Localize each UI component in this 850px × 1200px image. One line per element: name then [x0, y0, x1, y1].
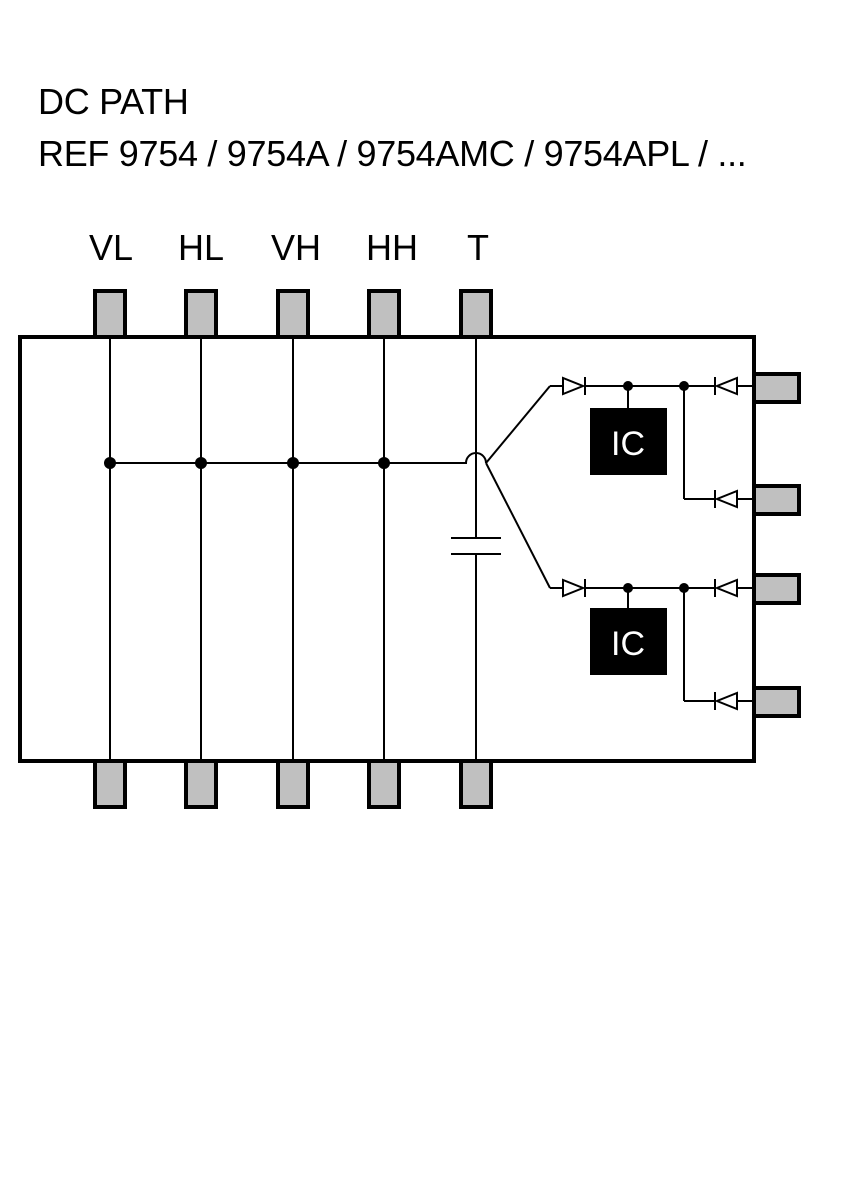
ic-block-lower: IC [590, 608, 667, 675]
capacitor [451, 537, 501, 555]
output-connector-2[interactable] [752, 484, 801, 516]
port-label-vl: VL [88, 227, 134, 268]
ic-block-upper: IC [590, 408, 667, 475]
port-label-hh: HH [366, 227, 418, 268]
connector-top-hh[interactable] [367, 289, 401, 339]
diode-icon [714, 691, 738, 711]
connector-bottom-t[interactable] [459, 759, 493, 809]
switch-housing [18, 335, 756, 763]
diagram-subtitle: REF 9754 / 9754A / 9754AMC / 9754APL / .… [38, 133, 747, 174]
port-label-t: T [467, 227, 489, 268]
ic-label-upper: IC [611, 425, 645, 463]
pass-through-lines [109, 337, 477, 761]
connector-top-t[interactable] [459, 289, 493, 339]
output-connector-3[interactable] [752, 573, 801, 605]
diode-icon [562, 376, 586, 396]
connector-bottom-hh[interactable] [367, 759, 401, 809]
branch-lines [485, 385, 754, 702]
connector-bottom-vh[interactable] [276, 759, 310, 809]
port-label-vh: VH [270, 227, 321, 268]
connector-bottom-hl[interactable] [184, 759, 218, 809]
connector-bottom-vl[interactable] [93, 759, 127, 809]
connector-top-hl[interactable] [184, 289, 218, 339]
port-label-hl: HL [177, 227, 225, 268]
output-connector-4[interactable] [752, 686, 801, 718]
diode-icon [714, 489, 738, 509]
ic-label-lower: IC [611, 625, 645, 663]
diode-icon [714, 376, 738, 396]
dc-bus-line [110, 452, 487, 464]
connector-top-vh[interactable] [276, 289, 310, 339]
diode-icon [562, 578, 586, 598]
output-connector-1[interactable] [752, 372, 801, 404]
diode-icon [714, 578, 738, 598]
diagram-title: DC PATH [38, 81, 189, 122]
connector-top-vl[interactable] [93, 289, 127, 339]
